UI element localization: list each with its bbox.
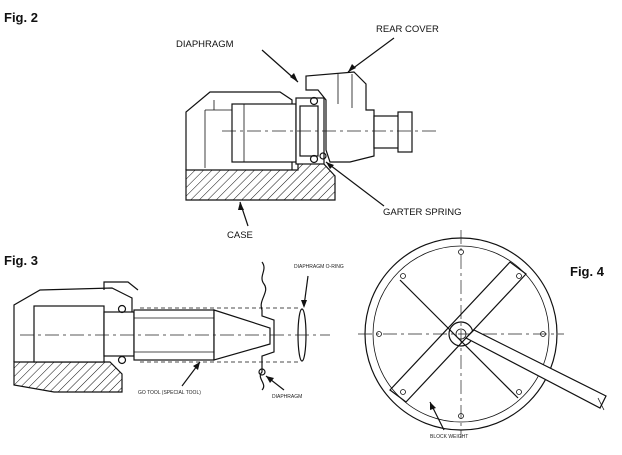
fig3-diaphragm-ring xyxy=(258,368,266,376)
fig2-shaft-tip xyxy=(397,111,413,153)
fig2-garter-spring-b2 xyxy=(319,152,327,160)
svg-text:DIAPHRAGM O-RING: DIAPHRAGM O-RING xyxy=(294,264,344,270)
fig4-arrow-bottom xyxy=(430,402,436,410)
fig2-diagram: Fig. 2 DIAPHRAGM REAR COVER GARTER SPRIN… xyxy=(4,10,461,241)
fig2-arrow-garter-spring xyxy=(326,162,334,169)
svg-text:DIAPHRAGM: DIAPHRAGM xyxy=(272,394,302,400)
fig4-handle-bar xyxy=(464,329,607,409)
fig3-guide-lines xyxy=(140,307,300,363)
fig3-label-top-right: DIAPHRAGM O-RING xyxy=(294,264,344,270)
fig3-title: Fig. 3 xyxy=(4,253,38,268)
fig4-diagram: Fig. 4 BLOCK WEIGHT xyxy=(358,230,607,440)
svg-text:GO TOOL (SPECIAL TOOL): GO TOOL (SPECIAL TOOL) xyxy=(138,390,201,396)
fig2-rear-cover xyxy=(305,71,375,163)
fig2-leader-garter-spring xyxy=(325,161,385,207)
fig3-case-housing xyxy=(13,361,123,393)
fig3-case-top-lump xyxy=(103,281,139,291)
fig3-garter-spring-bottom xyxy=(117,355,127,365)
fig4-handle-end xyxy=(597,397,605,411)
fig2-rear-cover-detail xyxy=(337,74,353,108)
fig2-shaft-body xyxy=(231,103,297,163)
fig3-diaphragm xyxy=(259,261,275,391)
fig4-title: Fig. 4 xyxy=(570,264,605,279)
svg-text:BLOCK WEIGHT: BLOCK WEIGHT xyxy=(430,434,468,440)
fig2-label-case: CASE xyxy=(227,230,253,241)
fig2-leader-rear-cover xyxy=(347,37,395,73)
fig3-special-tool-cone xyxy=(213,309,271,361)
fig3-shaft-collar xyxy=(103,311,135,357)
fig2-case-housing xyxy=(185,161,336,201)
fig2-label-garter-spring: GARTER SPRING xyxy=(383,207,461,218)
fig2-label-rear-cover: REAR COVER xyxy=(376,24,439,35)
fig2-garter-spring-top xyxy=(309,96,319,106)
fig2-garter-spring-bottom xyxy=(309,154,319,164)
fig3-case-outline xyxy=(13,287,133,362)
fig3-motor-body xyxy=(33,305,105,363)
fig2-arrow-case xyxy=(238,202,244,210)
fig3-arrow-bottom-left xyxy=(193,362,200,370)
fig2-arrow-rear-cover xyxy=(348,64,356,72)
fig4-disk-inner xyxy=(372,245,550,423)
fig4-label-bottom: BLOCK WEIGHT xyxy=(430,434,468,440)
fig3-arrow-top-right xyxy=(301,300,307,308)
fig4-bolt-holes xyxy=(376,249,546,419)
fig2-label-diaphragm: DIAPHRAGM xyxy=(176,39,234,50)
fig4-hub-bore xyxy=(455,328,467,340)
fig3-diagram: Fig. 3 DIAPHRAGM O-RING GO TOOL (SPECIAL… xyxy=(4,253,344,400)
fig2-arrow-diaphragm xyxy=(290,73,298,82)
fig2-title: Fig. 2 xyxy=(4,10,38,25)
fig3-label-bottom-left: GO TOOL (SPECIAL TOOL) xyxy=(138,390,201,396)
fig3-label-bottom-right: DIAPHRAGM xyxy=(272,394,302,400)
fig3-arrow-bottom-right xyxy=(266,376,274,383)
fig4-block-diagonal xyxy=(389,261,527,403)
fig3-garter-spring-top xyxy=(117,304,127,314)
